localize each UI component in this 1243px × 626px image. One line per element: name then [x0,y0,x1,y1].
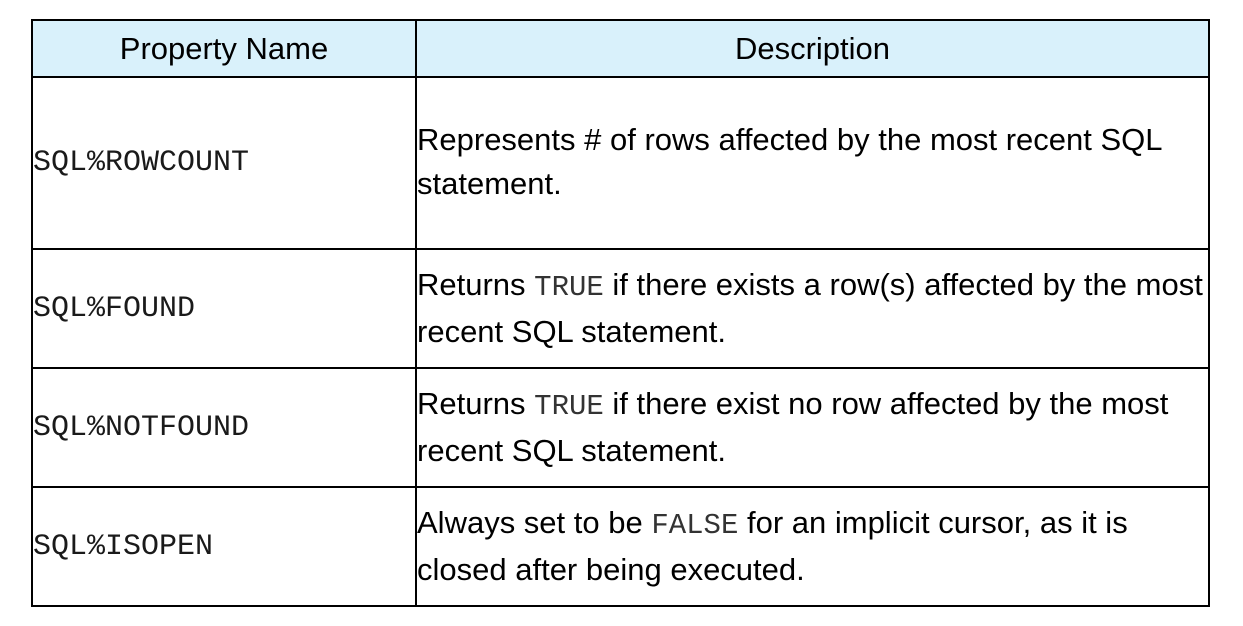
table-row: SQL%FOUND Returns TRUE if there exists a… [31,248,1210,369]
description-text: Always set to be [417,505,652,540]
description-text: Returns [417,267,535,302]
header-description: Description [415,19,1210,78]
description-code: TRUE [534,390,604,423]
description-text: if there exist no row affected by the mo… [417,386,1169,468]
table-row: SQL%NOTFOUND Returns TRUE if there exist… [31,367,1210,488]
property-name-cell: SQL%ISOPEN [31,486,417,607]
table-header: Property Name Description [31,19,1210,78]
table-row: SQL%ROWCOUNT Represents # of rows affect… [31,76,1210,250]
description-code: FALSE [651,509,739,542]
property-name-cell: SQL%FOUND [31,248,417,369]
description-cell: Represents # of rows affected by the mos… [415,76,1210,250]
description-code: TRUE [534,271,604,304]
cursor-properties-table: Property Name Description SQL%ROWCOUNT R… [31,19,1210,607]
description-cell: Returns TRUE if there exists a row(s) af… [415,248,1210,369]
property-name-cell: SQL%NOTFOUND [31,367,417,488]
property-name-cell: SQL%ROWCOUNT [31,76,417,250]
header-property-name: Property Name [31,19,417,78]
table-row: SQL%ISOPEN Always set to be FALSE for an… [31,486,1210,607]
header-row: Property Name Description [31,19,1210,78]
description-cell: Always set to be FALSE for an implicit c… [415,486,1210,607]
description-text: Returns [417,386,535,421]
description-text: if there exists a row(s) affected by the… [417,267,1203,349]
description-cell: Returns TRUE if there exist no row affec… [415,367,1210,488]
description-text: for an implicit cursor, as it is closed … [417,505,1128,587]
description-text: Represents # of rows affected by the mos… [417,121,1162,201]
